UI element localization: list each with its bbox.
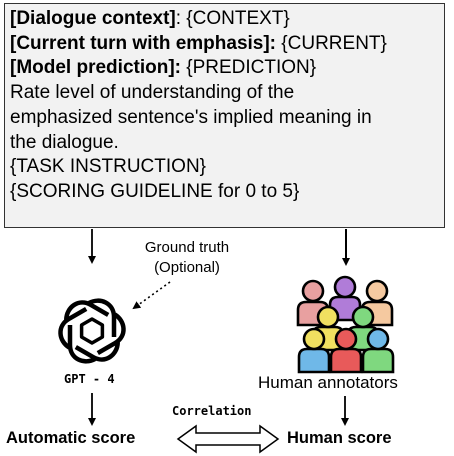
context-tag: [Dialogue context] <box>10 8 176 29</box>
context-line: [Dialogue context]: {CONTEXT} <box>10 7 439 32</box>
ground-truth-line-2: (Optional) <box>154 259 220 276</box>
correlation-label: Correlation <box>172 404 252 418</box>
ground-truth-line-1: Ground truth <box>144 239 230 256</box>
task-instruction-line: {TASK INSTRUCTION} <box>10 156 207 178</box>
ground-truth-label: Ground truth (Optional) <box>122 238 252 278</box>
instruction-line-1: Rate level of understanding of the <box>10 82 295 104</box>
current-turn-tag: [Current turn with emphasis]: <box>10 32 277 54</box>
gpt-4-label: GPT - 4 <box>64 372 115 386</box>
current-placeholder: {CURRENT} <box>276 32 387 54</box>
person-icon <box>361 327 395 374</box>
person-icon <box>329 327 363 374</box>
human-score-label: Human score <box>287 429 392 447</box>
instruction-line-2: emphasized sentence's implied meaning in <box>10 106 372 128</box>
human-annotators-icon <box>296 275 395 374</box>
scoring-guideline-line: {SCORING GUIDELINE for 0 to 5} <box>10 180 300 202</box>
context-placeholder: : {CONTEXT} <box>175 8 290 29</box>
prediction-line: [Model prediction]: {PREDICTION} <box>10 56 439 81</box>
correlation-double-arrow <box>176 424 280 454</box>
prediction-placeholder: {PREDICTION} <box>180 57 317 79</box>
arrow-ground-truth-dotted <box>132 281 171 310</box>
person-icon <box>297 327 331 374</box>
instruction-line-3: the dialogue. <box>10 131 119 153</box>
current-turn-line: [Current turn with emphasis]: {CURRENT} <box>10 32 439 57</box>
automatic-score-label: Automatic score <box>6 429 136 447</box>
prediction-tag: [Model prediction]: <box>10 57 181 79</box>
openai-logo-icon <box>58 298 126 364</box>
prompt-template-box: [Dialogue context]: {CONTEXT} [Current t… <box>4 3 445 228</box>
human-annotators-label: Human annotators <box>258 373 398 392</box>
